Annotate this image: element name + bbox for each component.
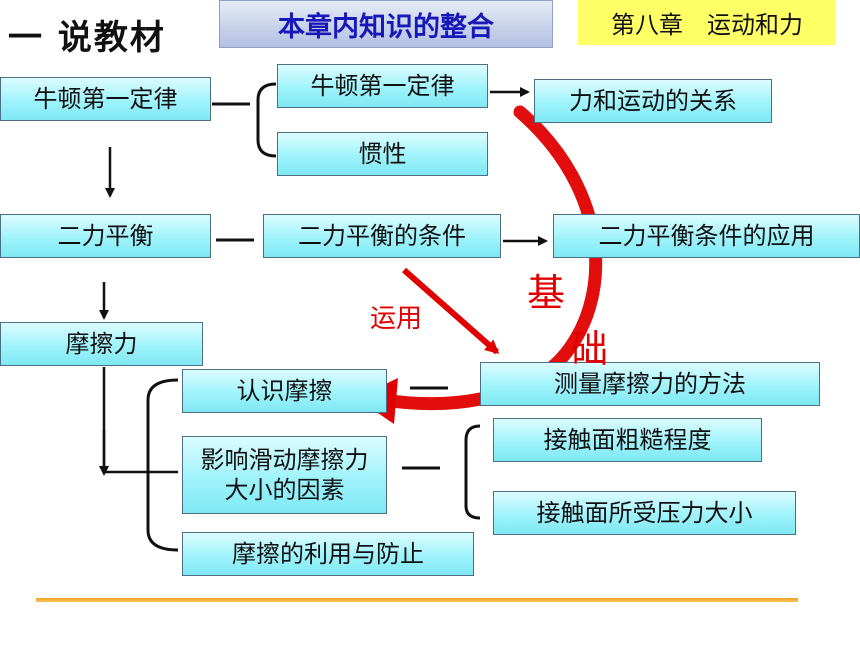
red-apply-arrow bbox=[402, 267, 500, 355]
annotation-apply: 运用 bbox=[370, 304, 423, 334]
brace-factors bbox=[464, 424, 481, 520]
brace-newton bbox=[256, 82, 277, 158]
friction-trunk bbox=[102, 367, 178, 474]
node-measure-friction: 测量摩擦力的方法 bbox=[480, 362, 820, 406]
node-inertia: 惯性 bbox=[277, 132, 488, 176]
node-use-prevent: 摩擦的利用与防止 bbox=[182, 532, 474, 576]
node-roughness: 接触面粗糙程度 bbox=[493, 418, 762, 462]
node-force-motion: 力和运动的关系 bbox=[534, 79, 772, 123]
node-factors: 影响滑动摩擦力大小的因素 bbox=[182, 436, 387, 514]
node-friction: 摩擦力 bbox=[0, 322, 203, 366]
annotation-base-2: 础 bbox=[570, 327, 609, 371]
section-heading: 一 说教材 bbox=[8, 18, 166, 58]
annotation-base-1: 基 bbox=[527, 271, 566, 315]
title-banner: 本章内知识的整合 bbox=[219, 0, 553, 48]
node-balance: 二力平衡 bbox=[0, 214, 211, 258]
node-know-friction: 认识摩擦 bbox=[182, 369, 387, 413]
node-newton-law: 牛顿第一定律 bbox=[277, 64, 488, 108]
brace-friction bbox=[146, 378, 179, 552]
bottom-rule bbox=[36, 598, 798, 602]
node-balance-application: 二力平衡条件的应用 bbox=[553, 214, 860, 258]
node-balance-condition: 二力平衡的条件 bbox=[263, 214, 501, 258]
red-basis-arc bbox=[377, 105, 603, 411]
chapter-label: 第八章 运动和力 bbox=[578, 0, 836, 45]
node-newton-main: 牛顿第一定律 bbox=[0, 77, 211, 121]
node-pressure: 接触面所受压力大小 bbox=[493, 491, 796, 535]
